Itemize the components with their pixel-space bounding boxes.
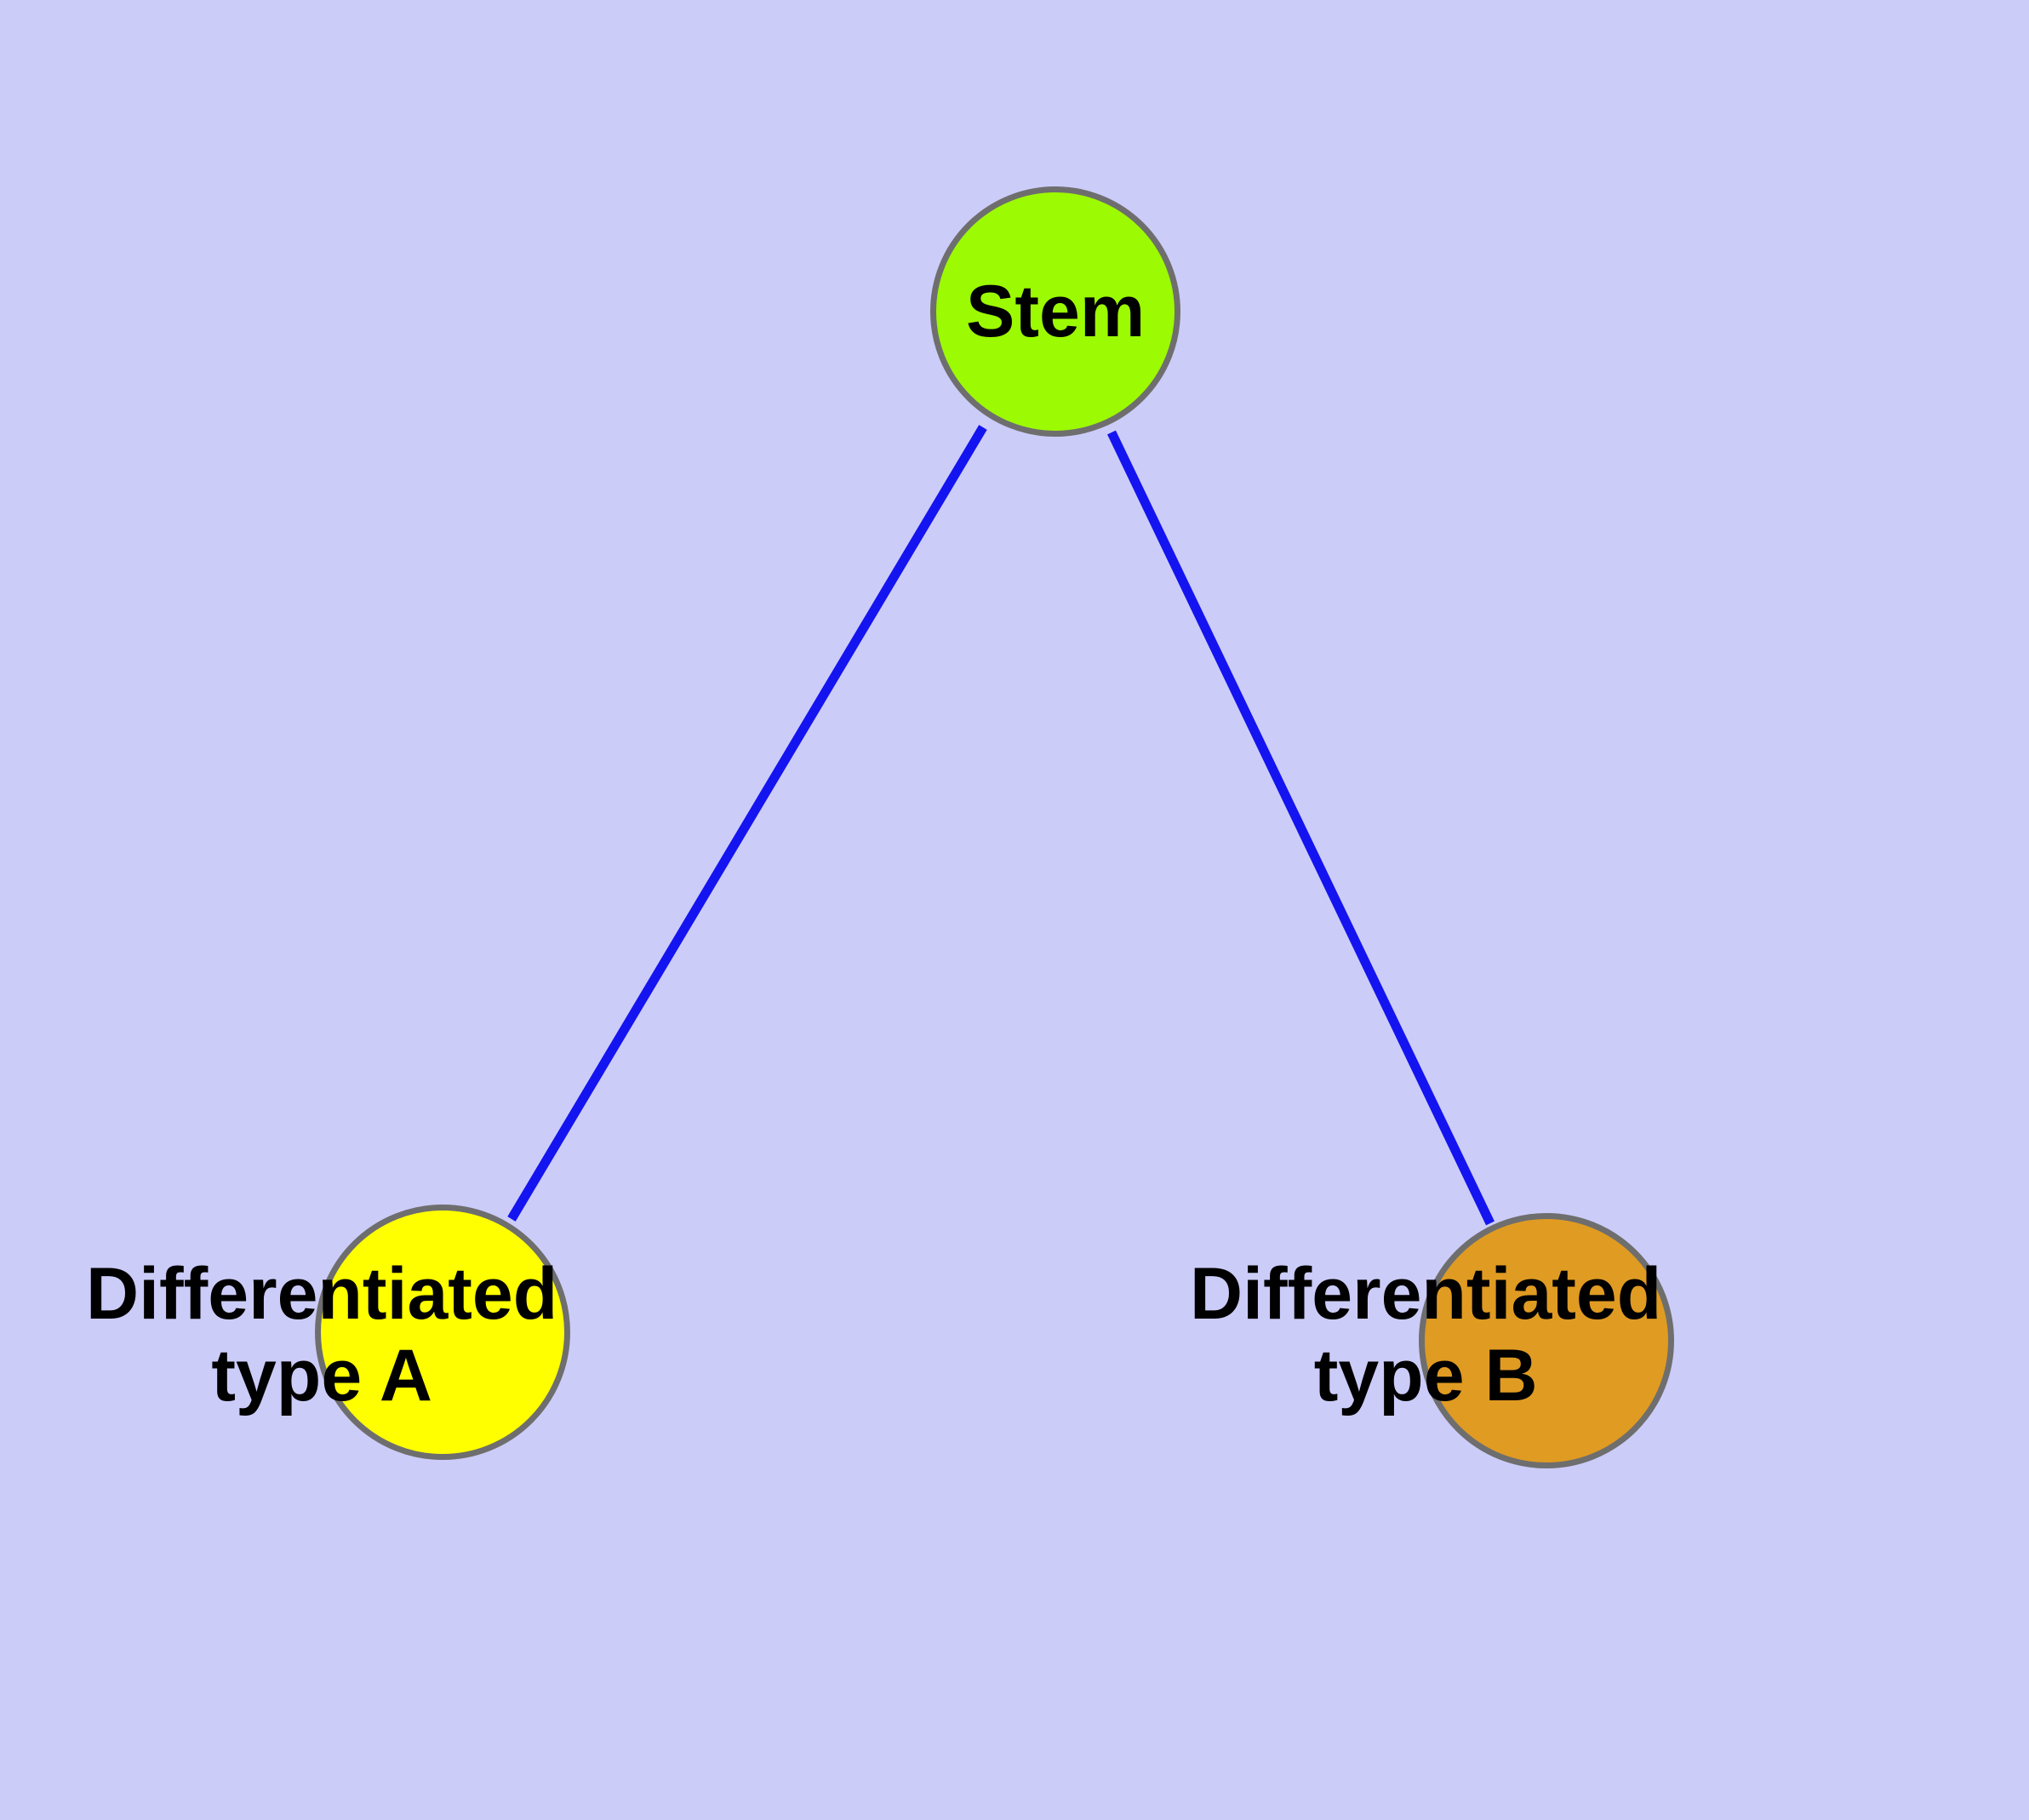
graph-node-diff_a[interactable]: [315, 1205, 570, 1460]
graph-node-stem[interactable]: [930, 186, 1180, 437]
edges-group: [507, 425, 1495, 1226]
graph-node-diff_b[interactable]: [1419, 1213, 1674, 1468]
graph-edge[interactable]: [507, 425, 987, 1222]
graph-edge[interactable]: [1107, 430, 1495, 1226]
